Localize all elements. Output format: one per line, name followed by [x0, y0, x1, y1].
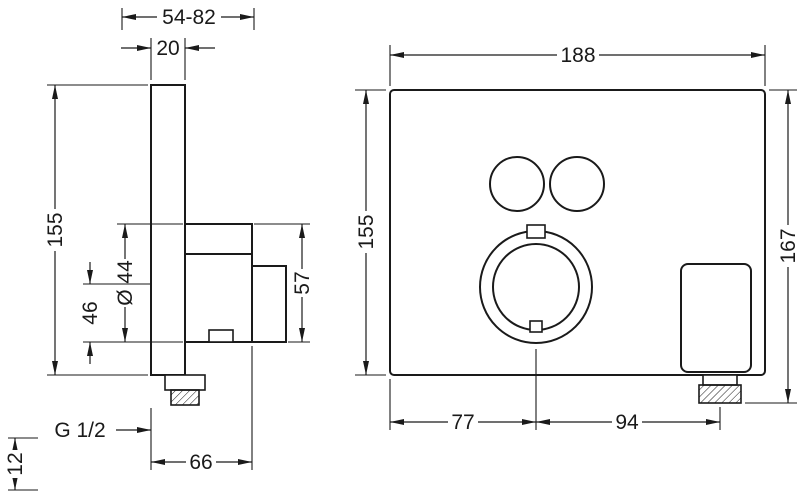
connector-collar-front	[702, 374, 738, 386]
thread-nipple-side	[170, 389, 200, 406]
dim-total-height: 167	[745, 89, 800, 404]
shower-holder-front	[680, 263, 752, 373]
dim-height-side: 155	[43, 84, 148, 376]
dim-label-plate-thickness: 20	[156, 37, 179, 60]
select-button-1	[489, 156, 545, 212]
dial-tab	[526, 224, 546, 239]
dim-dial-diameter: Ø 44	[83, 223, 183, 343]
dim-depth-range: 54-82	[121, 5, 255, 30]
dim-label-dial-diameter: Ø 44	[114, 260, 137, 306]
connector-collar-side	[164, 374, 206, 391]
dim-label-valve-height: 57	[291, 271, 314, 294]
shower-holder-side	[251, 265, 287, 343]
dim-label-bottom-depth: 66	[189, 451, 212, 474]
dim-label-bottom-offset: 12	[4, 452, 27, 475]
dim-label-depth-range: 54-82	[162, 6, 216, 29]
dim-width: 188	[389, 44, 766, 86]
dial-grip	[529, 320, 543, 333]
dim-label-height-front: 155	[355, 214, 378, 249]
front-view: 188 155 167 77	[354, 44, 800, 434]
thread-nipple-front	[698, 384, 742, 404]
dim-label-center-left: 77	[451, 411, 474, 434]
dim-label-total-height: 167	[777, 228, 800, 263]
dim-plate-thickness: 20	[121, 37, 215, 80]
dim-label-center-outlet: 94	[615, 411, 639, 434]
dim-outlet-offset: 46	[78, 262, 150, 364]
dim-height-front: 155	[354, 89, 386, 376]
dim-bottom-offset: 12	[3, 437, 38, 491]
thread-label: G 1/2	[54, 419, 105, 442]
dim-center-left: 77	[390, 411, 536, 434]
dim-label-height-side: 155	[44, 212, 67, 247]
dim-label-width: 188	[560, 44, 595, 67]
select-button-2	[549, 156, 605, 212]
dial-inner	[492, 243, 580, 331]
dim-valve-height: 57	[254, 223, 314, 343]
select-button-side	[184, 223, 253, 255]
dim-label-outlet-offset: 46	[79, 301, 102, 324]
wall-plate-side	[150, 84, 186, 376]
dim-center-outlet: 94	[536, 411, 720, 434]
thread-label-group: G 1/2	[54, 408, 152, 470]
dim-bottom-depth: 66	[151, 346, 253, 474]
outlet-side	[208, 329, 234, 343]
side-view: 54-82 20 155 Ø 44	[3, 5, 314, 491]
thermostat-handle-side	[184, 253, 253, 343]
